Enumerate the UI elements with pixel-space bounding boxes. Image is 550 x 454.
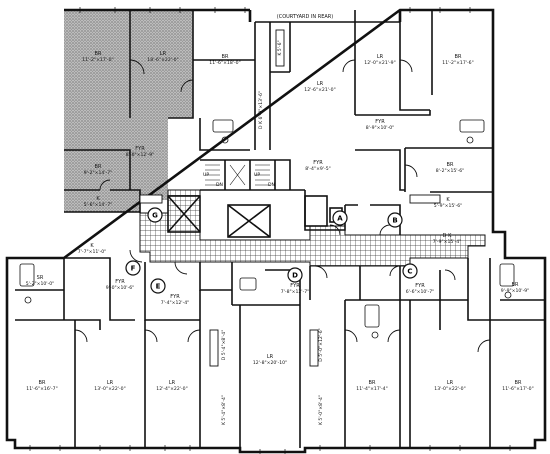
room-dim: 9'-2"×14'-7" xyxy=(84,170,113,176)
stair-treads xyxy=(205,164,270,186)
room-label-k: K 5'-6" xyxy=(277,40,283,55)
room-label-fyr: FYR xyxy=(415,283,425,289)
room-label-d: D 5'-4"×8'-4" xyxy=(221,330,227,361)
svg-text:G: G xyxy=(152,212,158,220)
room-dim: 7'-8"×12'-7" xyxy=(281,289,310,295)
room-label-fyr: FYR xyxy=(313,160,323,166)
room-dim: 5'-2"×10'-0" xyxy=(26,281,55,287)
room-dim: 9'-9"×10'-9" xyxy=(501,288,530,294)
stair-labels: UP DN UP DN xyxy=(203,172,275,188)
room-dim: 6'-6"×10'-7" xyxy=(406,289,435,295)
room-label-br: BR xyxy=(369,380,376,386)
room-dim: 7'-4"×12'-4" xyxy=(161,300,190,306)
room-label-br: BR xyxy=(447,162,454,168)
room-label-lr: LR xyxy=(107,380,114,386)
door-swings xyxy=(74,59,491,353)
room-dim: 11'-2"×17'-0" xyxy=(82,57,113,63)
room-dim: 11'-6"×16'-7" xyxy=(26,386,57,392)
bathroom-fixtures xyxy=(19,119,515,339)
marker-c: C xyxy=(402,263,418,279)
room-label-fyr: FYR xyxy=(170,294,180,300)
room-dim: 13'-0"×22'-0" xyxy=(94,386,125,392)
stair-up-label: UP xyxy=(254,172,260,178)
vertical-room-labels: D K 6'-0"×13'-6" K 5'-6" D 5'-4"×8'-4" K… xyxy=(221,40,324,425)
room-label-br: BR xyxy=(515,380,522,386)
svg-text:E: E xyxy=(156,283,161,291)
room-dim: 5'-9"×15'-6" xyxy=(434,203,463,209)
room-label-dk: D K xyxy=(443,233,452,239)
interior-walls xyxy=(15,10,545,448)
room-label-sr: SR xyxy=(37,275,44,281)
room-label-br: BR xyxy=(512,282,519,288)
kitchen-counters xyxy=(139,29,441,367)
marker-a: A xyxy=(332,210,348,226)
room-label-br: BR xyxy=(455,54,462,60)
room-label-lr: LR xyxy=(317,81,324,87)
room-label-k: K 5'-4"×8'-4" xyxy=(221,395,227,425)
windows xyxy=(29,7,511,454)
room-label-lr: LR xyxy=(267,354,274,360)
stair-down-label: DN xyxy=(268,182,275,188)
room-dim: 8'-0"×12'-9" xyxy=(126,152,155,158)
svg-text:C: C xyxy=(407,268,412,276)
room-dim: 11'-6"×18'-0" xyxy=(209,60,240,66)
room-label-br: BR xyxy=(39,380,46,386)
room-dim: 11'-4"×17'-4" xyxy=(356,386,387,392)
room-label-k: K 5'-0"×8'-4" xyxy=(318,395,324,425)
room-label-fyr: FYR xyxy=(375,119,385,125)
room-dim: 12'-0"×21'-9" xyxy=(364,60,395,66)
svg-text:F: F xyxy=(131,265,136,273)
room-label-br: BR xyxy=(222,54,229,60)
svg-text:A: A xyxy=(337,215,343,223)
room-label-k: K xyxy=(90,243,94,249)
marker-b: B xyxy=(387,212,403,228)
room-dim: 18'-6"×22'-0" xyxy=(147,57,178,63)
marker-g: G xyxy=(147,207,163,223)
room-dim: 12'-6"×21'-0" xyxy=(304,87,335,93)
room-label-fyr: FYR xyxy=(135,146,145,152)
room-dim: 7'-7"×11'-0" xyxy=(78,249,107,255)
room-dim: 8'-2"×15'-6" xyxy=(436,168,465,174)
unit-markers: A B C D E F G xyxy=(125,207,418,294)
room-label-fyr: FYR xyxy=(290,283,300,289)
room-dim: 12'-8"×20'-10" xyxy=(253,360,287,366)
room-dim: 7'-9"×15'-4" xyxy=(433,239,462,245)
room-label-k: K xyxy=(96,196,100,202)
room-dim: 8'-4"×9'-5" xyxy=(305,166,331,172)
hatched-unit xyxy=(64,10,193,212)
room-label-lr: LR xyxy=(447,380,454,386)
room-dim: 13'-0"×22'-0" xyxy=(434,386,465,392)
stair-up-label: UP xyxy=(203,172,209,178)
room-label-br: BR xyxy=(95,164,102,170)
room-labels: BR 11'-2"×17'-0" LR 18'-6"×22'-0" BR 11'… xyxy=(26,51,534,392)
room-dim: 12'-4"×22'-0" xyxy=(156,386,187,392)
room-label-k: K xyxy=(446,197,450,203)
marker-d: D xyxy=(287,267,303,283)
room-dim: 9'-0"×10'-6" xyxy=(106,285,135,291)
courtyard-label: (COURTYARD IN REAR) xyxy=(277,14,334,20)
room-label-dk: D K 6'-0"×13'-6" xyxy=(258,91,264,129)
svg-text:D: D xyxy=(292,272,298,280)
room-dim: 5'-6"×14'-7" xyxy=(84,202,113,208)
room-dim: 11'-6"×17'-0" xyxy=(502,386,533,392)
marker-e: E xyxy=(150,278,166,294)
room-label-lr: LR xyxy=(169,380,176,386)
room-dim: 8'-9"×10'-0" xyxy=(366,125,395,131)
stair-down-label: DN xyxy=(216,182,223,188)
elevator-shafts xyxy=(167,195,343,238)
room-label-lr: LR xyxy=(160,51,167,57)
room-label-d: D 5'-0"×12'-6" xyxy=(318,328,324,362)
svg-text:B: B xyxy=(392,217,397,225)
room-label-br: BR xyxy=(95,51,102,57)
room-label-lr: LR xyxy=(377,54,384,60)
room-label-fyr: FYR xyxy=(115,279,125,285)
marker-f: F xyxy=(125,260,141,276)
room-dim: 11'-2"×17'-6" xyxy=(442,60,473,66)
